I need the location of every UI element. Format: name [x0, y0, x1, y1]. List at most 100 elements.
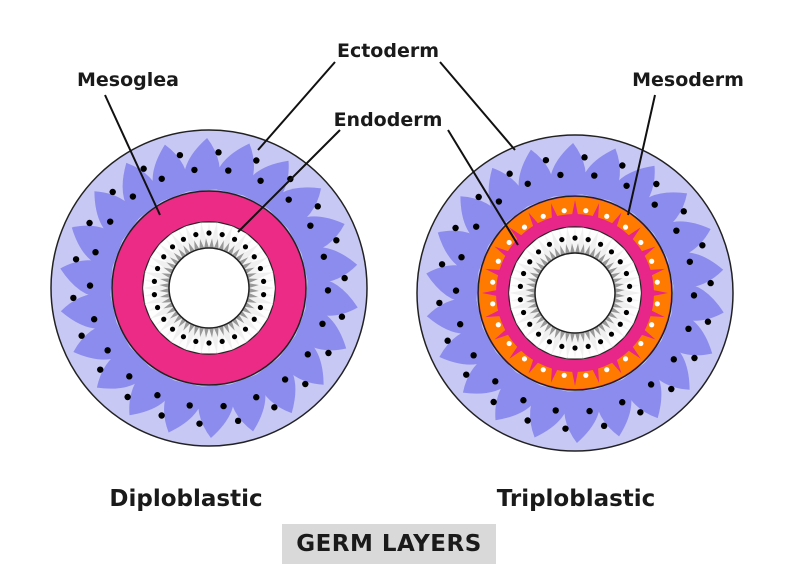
cell-nucleus [524, 417, 531, 424]
mesoderm-spike [528, 212, 546, 237]
cell-nucleus [219, 338, 225, 345]
cell-nucleus [140, 165, 147, 172]
cell-nucleus [623, 270, 630, 277]
cell-nucleus [524, 180, 531, 187]
cell-nucleus [585, 343, 591, 350]
cell-nucleus [126, 373, 133, 380]
ectoderm-cell [667, 252, 724, 288]
cell-nucleus [151, 278, 158, 284]
cell-nucleus [561, 372, 567, 378]
cell-nucleus [517, 297, 524, 303]
endoderm-cell [510, 307, 538, 324]
ectoderm-cell [439, 326, 497, 365]
cell-nucleus [626, 297, 633, 303]
ectoderm-cell [255, 356, 296, 414]
mesoderm-spike [631, 246, 656, 264]
cell-nucleus [438, 261, 446, 268]
mesoderm-spike [619, 337, 641, 359]
mesoderm-spike [509, 227, 531, 249]
cell-nucleus [490, 301, 496, 307]
ectoderm-cell [426, 298, 483, 334]
cell-nucleus [206, 230, 212, 236]
ectoderm-cell [73, 321, 131, 360]
cell-nucleus [161, 254, 167, 260]
ectoderm-cell [152, 144, 190, 202]
mesoglea-label: Mesoglea [77, 69, 179, 91]
cell-nucleus [492, 378, 499, 385]
endoderm-cell [612, 307, 640, 324]
ectoderm-cell [633, 192, 688, 235]
cell-nucleus [557, 171, 564, 179]
gut-cavity-left [168, 247, 250, 329]
cell-nucleus [154, 392, 161, 399]
cell-nucleus [92, 248, 99, 256]
endoderm-cell [185, 222, 202, 250]
cell-nucleus [320, 253, 328, 260]
cell-nucleus [106, 218, 114, 225]
cell-nucleus [253, 157, 260, 164]
cell-nucleus [452, 224, 459, 232]
endoderm-cell [144, 302, 172, 319]
ectoderm-cell [518, 149, 556, 207]
ectoderm-cell [653, 221, 711, 260]
mesoderm-spike [604, 349, 622, 374]
cell-nucleus [490, 398, 497, 406]
mesoglea-leader [104, 94, 161, 216]
cell-nucleus [654, 301, 660, 307]
cell-nucleus [561, 208, 567, 214]
ectoderm-cell [437, 230, 489, 274]
cell-nucleus [506, 239, 512, 246]
cell-nucleus [673, 227, 680, 234]
cell-nucleus [257, 304, 264, 311]
cell-nucleus [647, 381, 655, 388]
cell-nucleus [324, 287, 332, 294]
cell-nucleus [169, 244, 176, 250]
cell-nucleus [619, 162, 626, 169]
cell-nucleus [219, 231, 225, 238]
cell-nucleus [581, 154, 588, 161]
cell-nucleus [452, 287, 460, 294]
diploblastic-caption: Diploblastic [109, 486, 262, 512]
ectoderm-cell [267, 187, 322, 230]
cell-nucleus [591, 172, 598, 179]
mesoderm-spike [570, 200, 580, 226]
cell-nucleus [257, 265, 264, 272]
ectoderm-cell [621, 361, 662, 419]
ectoderm-leader-left [257, 61, 336, 151]
ectoderm-cell [228, 374, 266, 432]
ectoderm-cell [183, 138, 220, 192]
cell-nucleus [70, 294, 77, 302]
cell-nucleus [319, 320, 326, 328]
ectoderm-cell [580, 148, 620, 201]
cell-nucleus [307, 222, 314, 229]
cell-nucleus [72, 256, 80, 263]
cell-nucleus [623, 182, 630, 189]
ectoderm-cells-right [426, 143, 724, 443]
cell-nucleus [495, 258, 501, 264]
cell-nucleus [206, 340, 212, 346]
endoderm-cell [582, 227, 599, 255]
cell-nucleus [572, 235, 578, 241]
cell-nucleus [215, 149, 222, 156]
cell-nucleus [521, 224, 528, 230]
mesoderm-spike [639, 305, 665, 318]
cell-nucleus [186, 402, 193, 409]
cell-nucleus [617, 321, 623, 327]
cell-nucleus [670, 356, 678, 363]
cell-nucleus [521, 356, 528, 362]
cell-nucleus [597, 339, 604, 345]
cell-nucleus [583, 372, 589, 378]
mesoderm-spike [642, 288, 668, 298]
cell-nucleus [151, 292, 158, 298]
cell-nucleus [129, 193, 137, 200]
cell-nucleus [333, 237, 340, 244]
cell-nucleus [623, 309, 630, 316]
mesoderm-spike [494, 246, 519, 264]
triploblastic-caption: Triploblastic [497, 486, 656, 512]
cell-nucleus [338, 313, 346, 320]
cell-nucleus [78, 332, 85, 339]
cell-nucleus [559, 236, 565, 243]
cell-nucleus [622, 224, 629, 230]
cell-nucleus [260, 292, 267, 298]
